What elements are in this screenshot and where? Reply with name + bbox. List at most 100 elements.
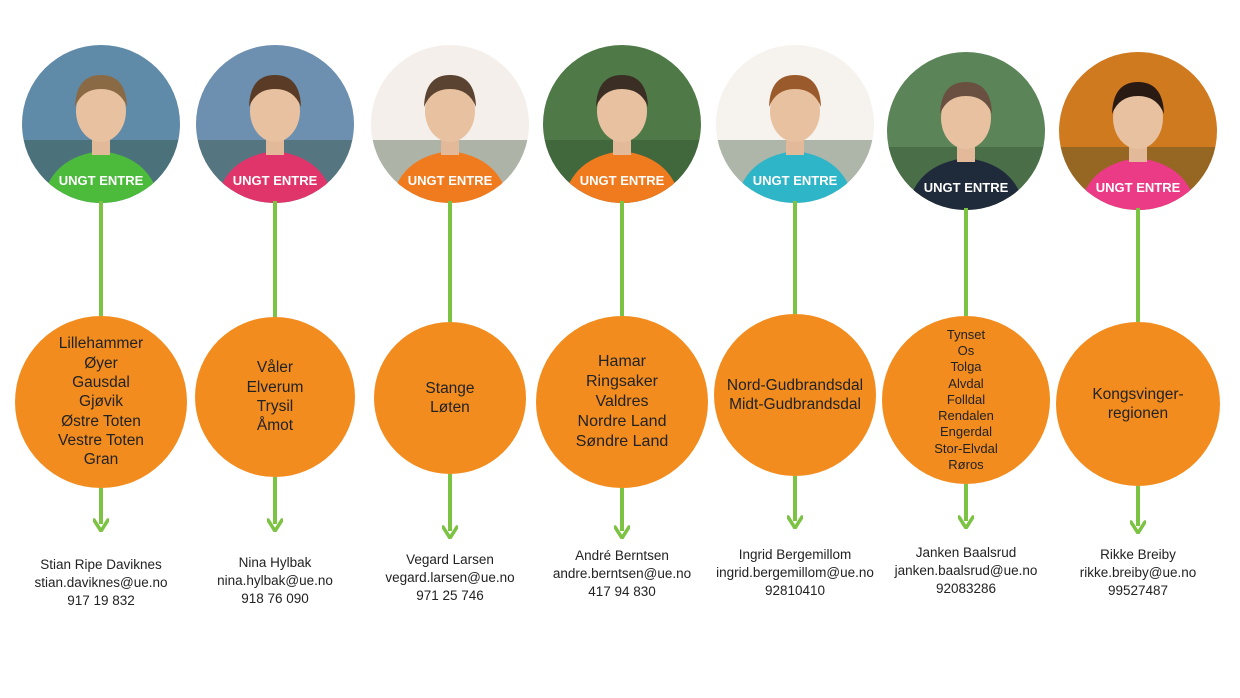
shirt-shape xyxy=(216,151,334,203)
face-shape xyxy=(76,80,126,142)
contact-phone: 971 25 746 xyxy=(416,588,484,603)
region-name: Lillehammer xyxy=(58,335,144,353)
shirt-shape xyxy=(736,151,854,203)
shirt-logo-text: UNGT ENTRE xyxy=(924,180,1009,195)
region-name: Gjøvik xyxy=(79,393,123,411)
region-name: Valdres xyxy=(595,393,649,410)
shirt-logo-text: UNGT ENTRE xyxy=(233,173,318,188)
connector-line xyxy=(964,208,968,316)
arrow-head xyxy=(441,525,459,540)
shirt-shape xyxy=(563,151,681,203)
contact-info: Janken Baalsrud janken.baalsrud@ue.no 9208… xyxy=(871,544,1061,598)
shirt-logo-text: UNGT ENTRE xyxy=(59,173,144,188)
connector-line xyxy=(273,201,277,317)
contact-name: Stian Ripe Daviknes xyxy=(40,557,162,572)
contact-name: Janken Baalsrud xyxy=(915,545,1017,560)
region-name: Hamar xyxy=(597,353,646,370)
arrow-shaft xyxy=(620,505,624,531)
region-name: Nordre Land xyxy=(577,413,667,430)
region-name: Kongsvinger- xyxy=(1092,385,1184,403)
connector-line xyxy=(1136,208,1140,322)
region-name: Østre Toten xyxy=(61,412,141,430)
hair-shape xyxy=(596,75,648,107)
arrow-head xyxy=(957,515,975,530)
hair-shape xyxy=(424,75,476,107)
shirt-shape xyxy=(1079,158,1197,210)
shirt-shape xyxy=(42,151,160,203)
arrow-shaft xyxy=(964,495,968,521)
person-photo-icon: UNGT ENTRE xyxy=(1059,52,1217,210)
region-name: Alvdal xyxy=(948,375,984,391)
region-name: Nord-Gudbrandsdal xyxy=(726,376,864,394)
contact-email[interactable]: ingrid.bergemillom@ue.no xyxy=(716,565,874,580)
contact-phone: 92083286 xyxy=(935,581,997,596)
hair-shape xyxy=(940,82,992,114)
shirt-logo-text: UNGT ENTRE xyxy=(408,173,493,188)
connector-line xyxy=(793,476,797,495)
portrait-svg: UNGT ENTRE xyxy=(371,45,529,203)
face-shape xyxy=(1113,87,1163,149)
arrow-down-icon xyxy=(266,498,284,533)
arrow-down-icon xyxy=(92,498,110,533)
portrait-svg: UNGT ENTRE xyxy=(22,45,180,203)
arrow-down-icon xyxy=(613,505,631,540)
arrow-head xyxy=(92,518,110,533)
shirt-shape xyxy=(907,158,1025,210)
contact-name: Rikke Breiby xyxy=(1100,547,1176,562)
region-name: Stange xyxy=(425,379,475,397)
contact-phone: 917 19 832 xyxy=(67,593,135,608)
contact-email[interactable]: rikke.breiby@ue.no xyxy=(1079,565,1197,580)
arrow-down-svg xyxy=(1129,500,1147,535)
contact-email[interactable]: janken.baalsrud@ue.no xyxy=(894,563,1038,578)
arrow-down-svg xyxy=(613,505,631,540)
region-name: Gausdal xyxy=(72,373,130,391)
connector-line xyxy=(1136,486,1140,500)
contact-name: André Berntsen xyxy=(575,548,669,563)
connector-line xyxy=(273,477,277,498)
hair-shape xyxy=(769,75,821,107)
contact-email[interactable]: andre.berntsen@ue.no xyxy=(552,566,692,581)
connector-line xyxy=(620,201,624,316)
portrait-svg: UNGT ENTRE xyxy=(196,45,354,203)
arrow-down-icon xyxy=(441,505,459,540)
region-name: regionen xyxy=(1107,405,1169,422)
contact-phone: 918 76 090 xyxy=(241,591,309,606)
arrow-shaft xyxy=(793,495,797,521)
face-shape xyxy=(250,80,300,142)
region-name: Øyer xyxy=(84,354,118,372)
region-name: Vestre Toten xyxy=(58,432,144,450)
arrow-shaft xyxy=(273,498,277,524)
region-name: Engerdal xyxy=(939,424,993,440)
contact-name: Ingrid Bergemillom xyxy=(738,547,852,562)
region-list: Kongsvinger-regionen xyxy=(1092,385,1183,424)
connector-line xyxy=(620,488,624,505)
contact-email[interactable]: vegard.larsen@ue.no xyxy=(385,570,515,585)
arrow-down-svg xyxy=(266,498,284,533)
person-photo-icon: UNGT ENTRE xyxy=(22,45,180,203)
arrow-shaft xyxy=(448,505,452,531)
region-name: Tynset xyxy=(946,326,986,342)
person-photo-icon: UNGT ENTRE xyxy=(543,45,701,203)
arrow-shaft xyxy=(1136,500,1140,526)
shirt-shape xyxy=(391,151,509,203)
connector-line xyxy=(964,484,968,495)
contact-email[interactable]: nina.hylbak@ue.no xyxy=(217,573,333,588)
contact-info: Stian Ripe Daviknes stian.daviknes@ue.no 9… xyxy=(6,556,196,610)
contact-email[interactable]: stian.daviknes@ue.no xyxy=(34,575,168,590)
person-photo-icon: UNGT ENTRE xyxy=(196,45,354,203)
region-name: Tolga xyxy=(950,359,982,375)
